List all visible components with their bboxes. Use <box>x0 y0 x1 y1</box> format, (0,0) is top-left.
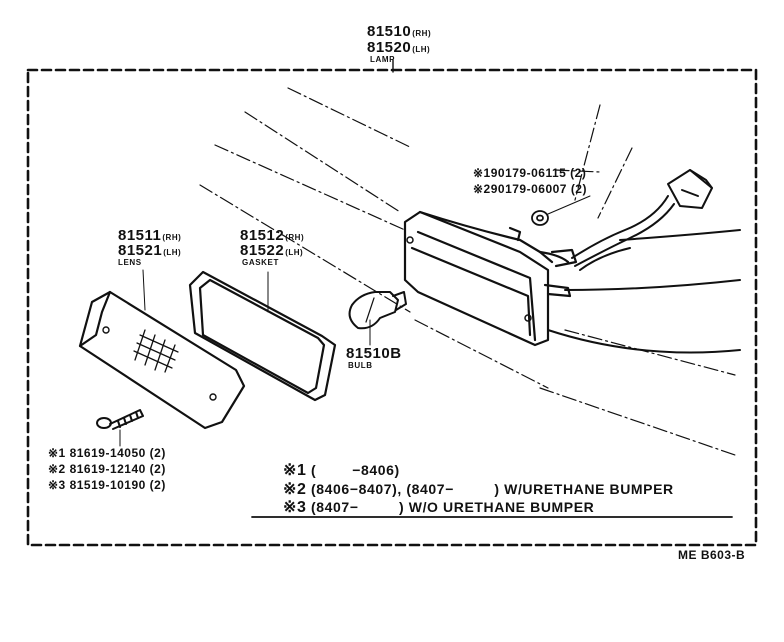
bulb-part <box>348 291 407 346</box>
nut-pn-2: 90179-06007 <box>490 182 567 196</box>
gasket-rh-suffix: (RH) <box>285 233 305 242</box>
screw-qty-1: (2) <box>149 446 166 460</box>
lens-name: LENS <box>118 258 142 267</box>
lens-grid <box>133 329 179 373</box>
screw-line-2: ※2 81619-12140 (2) <box>48 463 166 475</box>
lamp-rh-suffix: (RH) <box>412 29 432 38</box>
screw-pn-3: 81519-10190 <box>69 478 146 492</box>
nut-qty-1: (2) <box>570 166 587 180</box>
wire-harness <box>571 169 713 267</box>
gasket-part <box>188 270 337 402</box>
screw-mark-3: ※3 <box>48 478 66 492</box>
gasket-name: GASKET <box>242 258 279 267</box>
nut-line-2: ※290179-06007 (2) <box>473 183 587 195</box>
bumper-outline <box>547 229 741 354</box>
lens-pn-lh: 81521(LH) <box>118 243 181 258</box>
lens-part <box>78 269 246 430</box>
lens-pn-rh-number: 81511 <box>118 227 162 244</box>
lamp-pn-rh-number: 81510 <box>367 23 412 40</box>
note-mark-2: ※2 <box>283 481 307 498</box>
note-line-2: ※2 (8406−8407), (8407− ) W/URETHANE BUMP… <box>283 482 674 498</box>
lens-lh-suffix: (LH) <box>163 248 182 257</box>
lamp-pn-lh: 81520(LH) <box>367 40 430 55</box>
bulb-name: BULB <box>348 361 373 370</box>
gasket-pn-lh: 81522(LH) <box>240 243 303 258</box>
note-mark-1: ※1 <box>283 462 307 479</box>
lamp-pn-rh: 81510(RH) <box>367 24 431 39</box>
lens-pn-lh-number: 81521 <box>118 242 163 259</box>
screw-part <box>96 409 144 447</box>
lamp-name: LAMP <box>370 55 396 64</box>
screw-mark-1: ※1 <box>48 446 66 460</box>
nut-pn-1: 90179-06115 <box>490 166 567 180</box>
lamp-housing <box>403 210 578 347</box>
note-mark-3: ※3 <box>283 499 307 516</box>
screw-pn-2: 81619-12140 <box>69 462 146 476</box>
nut-qty-2: (2) <box>570 182 587 196</box>
nut-mark-2: ※2 <box>473 182 491 196</box>
reference-code: ME B603-B <box>678 548 746 562</box>
screw-qty-2: (2) <box>149 462 166 476</box>
gasket-lh-suffix: (LH) <box>285 248 304 257</box>
screw-qty-3: (2) <box>149 478 166 492</box>
gasket-pn-lh-number: 81522 <box>240 242 285 259</box>
screw-line-3: ※3 81519-10190 (2) <box>48 479 166 491</box>
lamp-pn-lh-number: 81520 <box>367 39 412 56</box>
nut-line-1: ※190179-06115 (2) <box>473 167 586 179</box>
screw-pn-1: 81619-14050 <box>69 446 146 460</box>
screw-mark-2: ※2 <box>48 462 66 476</box>
lens-pn-rh: 81511(RH) <box>118 228 181 243</box>
gasket-pn-rh: 81512(RH) <box>240 228 304 243</box>
nut-washer <box>531 195 591 226</box>
nut-mark-1: ※1 <box>473 166 491 180</box>
lamp-lh-suffix: (LH) <box>412 45 431 54</box>
note-text-3: (8407− ) W/O URETHANE BUMPER <box>311 499 595 515</box>
note-text-2: (8406−8407), (8407− ) W/URETHANE BUMPER <box>311 481 674 497</box>
gasket-pn-rh-number: 81512 <box>240 227 285 244</box>
phantom-lines <box>199 87 736 456</box>
lens-rh-suffix: (RH) <box>162 233 182 242</box>
note-line-3: ※3 (8407− ) W/O URETHANE BUMPER <box>283 500 594 516</box>
bulb-pn: 81510B <box>346 345 402 362</box>
assembly-frame <box>26 68 758 547</box>
screw-line-1: ※1 81619-14050 (2) <box>48 447 166 459</box>
note-text-1: ( −8406) <box>311 462 400 478</box>
note-line-1: ※1 ( −8406) <box>283 463 400 479</box>
